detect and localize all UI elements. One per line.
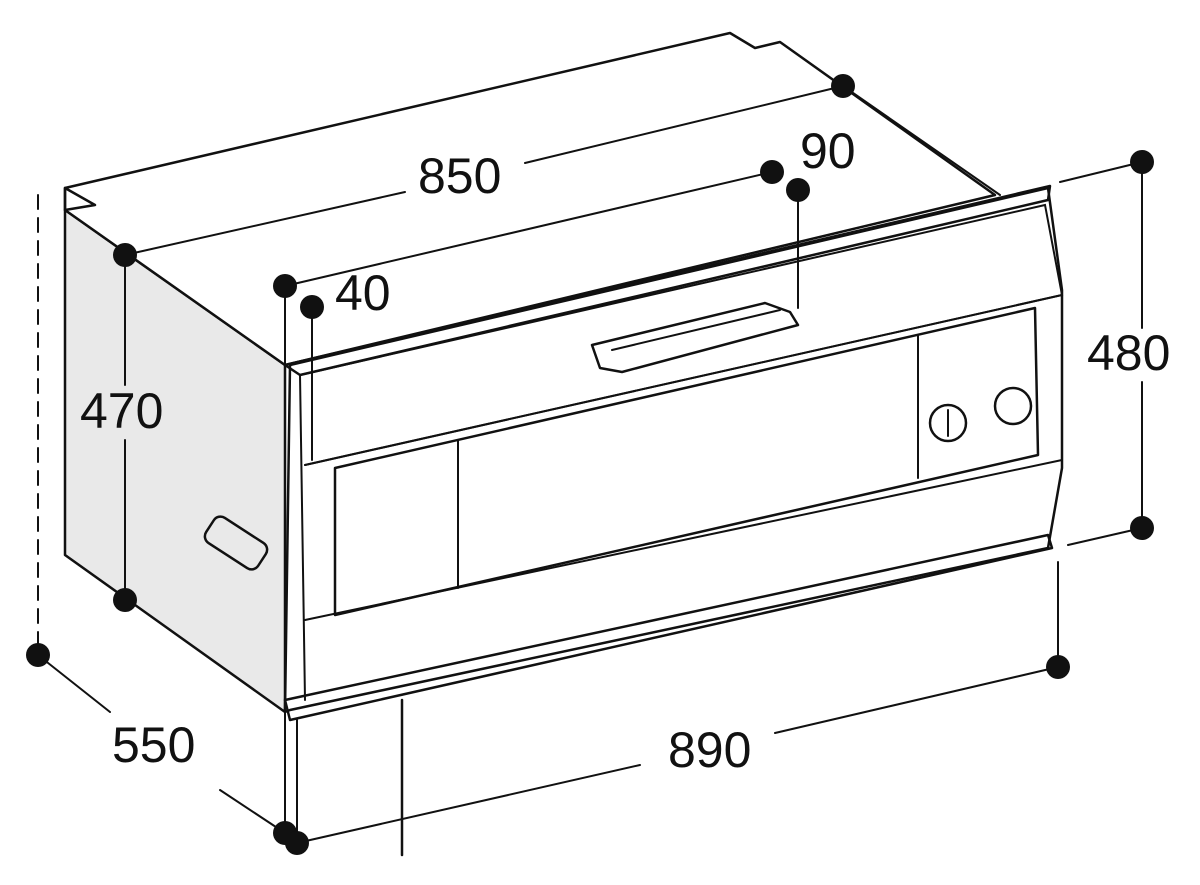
label-depth: 550 <box>112 717 195 773</box>
fascia-left-edge <box>299 374 306 701</box>
endpoint-dot <box>760 160 784 184</box>
cabinet-rear-tab <box>63 186 97 212</box>
drawer-handle-bar <box>611 309 781 351</box>
label-height-front: 480 <box>1087 325 1170 381</box>
endpoint-dot <box>1130 150 1154 174</box>
endpoint-dot <box>786 178 810 202</box>
fascia-top-rim <box>283 184 1052 377</box>
label-height-side: 470 <box>80 383 163 439</box>
label-width-top: 850 <box>418 148 501 204</box>
endpoint-dot <box>113 243 137 267</box>
ext-line-40 <box>284 285 313 461</box>
dim-line-850 <box>124 85 844 256</box>
endpoint-dot <box>1046 655 1070 679</box>
endpoint-dot <box>273 274 297 298</box>
label-handle-offset: 90 <box>800 123 856 179</box>
ext-line-890 <box>284 561 1059 844</box>
dim-line-550 <box>37 654 286 834</box>
side-vent-slot <box>203 515 269 571</box>
endpoint-dot <box>300 295 324 319</box>
display-window <box>333 306 1040 617</box>
fascia-bottom-rim <box>283 533 1054 722</box>
right-control-knob <box>993 386 1033 426</box>
endpoint-dot <box>285 831 309 855</box>
dim-line-890 <box>296 666 1059 844</box>
endpoint-dot <box>831 74 855 98</box>
drawer-handle <box>590 301 800 374</box>
dim-line-90 <box>284 171 773 287</box>
endpoint-dot <box>1130 516 1154 540</box>
label-front-offset: 40 <box>335 265 391 321</box>
label-width-front: 890 <box>668 722 751 778</box>
ext-line-850-right <box>842 85 1001 196</box>
endpoint-dot <box>113 588 137 612</box>
ext-line-480 <box>1059 161 1143 546</box>
cabinet-top-surface <box>63 31 997 367</box>
endpoint-dot <box>26 643 50 667</box>
